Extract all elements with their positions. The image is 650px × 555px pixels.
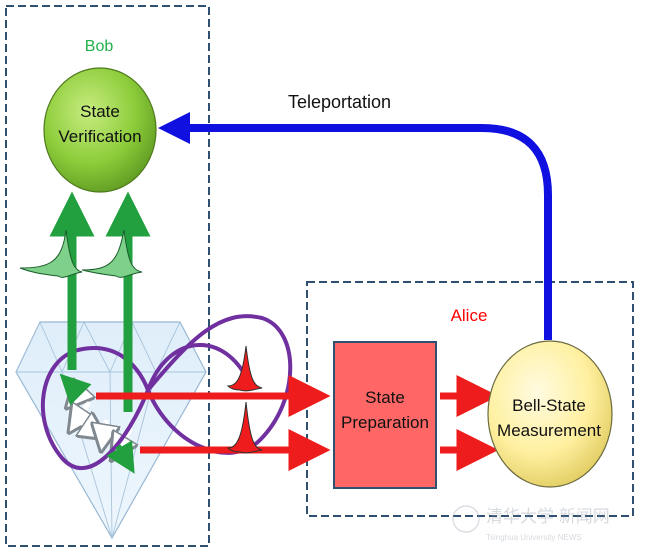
bob-title: Bob [85, 38, 114, 55]
inner-green-arrows [59, 373, 135, 474]
state-verification-label-2: Verification [58, 127, 141, 146]
watermark-subtext: Tsinghua University NEWS [486, 533, 582, 542]
bell-state-measurement-node: Bell-State Measurement [487, 340, 613, 488]
bell-state-label-2: Measurement [497, 421, 601, 440]
wave-packets-bob [19, 229, 143, 278]
teleportation-label: Teleportation [288, 92, 391, 112]
state-preparation-label-1: State [365, 388, 405, 407]
teleportation-arrow [158, 112, 552, 340]
state-preparation-label-2: Preparation [341, 413, 429, 432]
state-verification-node: State Verification [43, 67, 157, 193]
red-arrows-bell [440, 375, 499, 471]
state-preparation-node: State Preparation [333, 341, 437, 489]
state-verification-label-1: State [80, 102, 120, 121]
watermark-text: 清华大学 新闻网 [486, 507, 610, 526]
green-arrows [49, 191, 151, 412]
bob-region [5, 5, 210, 547]
alice-title: Alice [451, 306, 488, 325]
bell-state-label-1: Bell-State [512, 396, 586, 415]
watermark: 清华大学 新闻网 Tsinghua University NEWS [452, 505, 610, 542]
wave-packets-red [226, 345, 263, 454]
